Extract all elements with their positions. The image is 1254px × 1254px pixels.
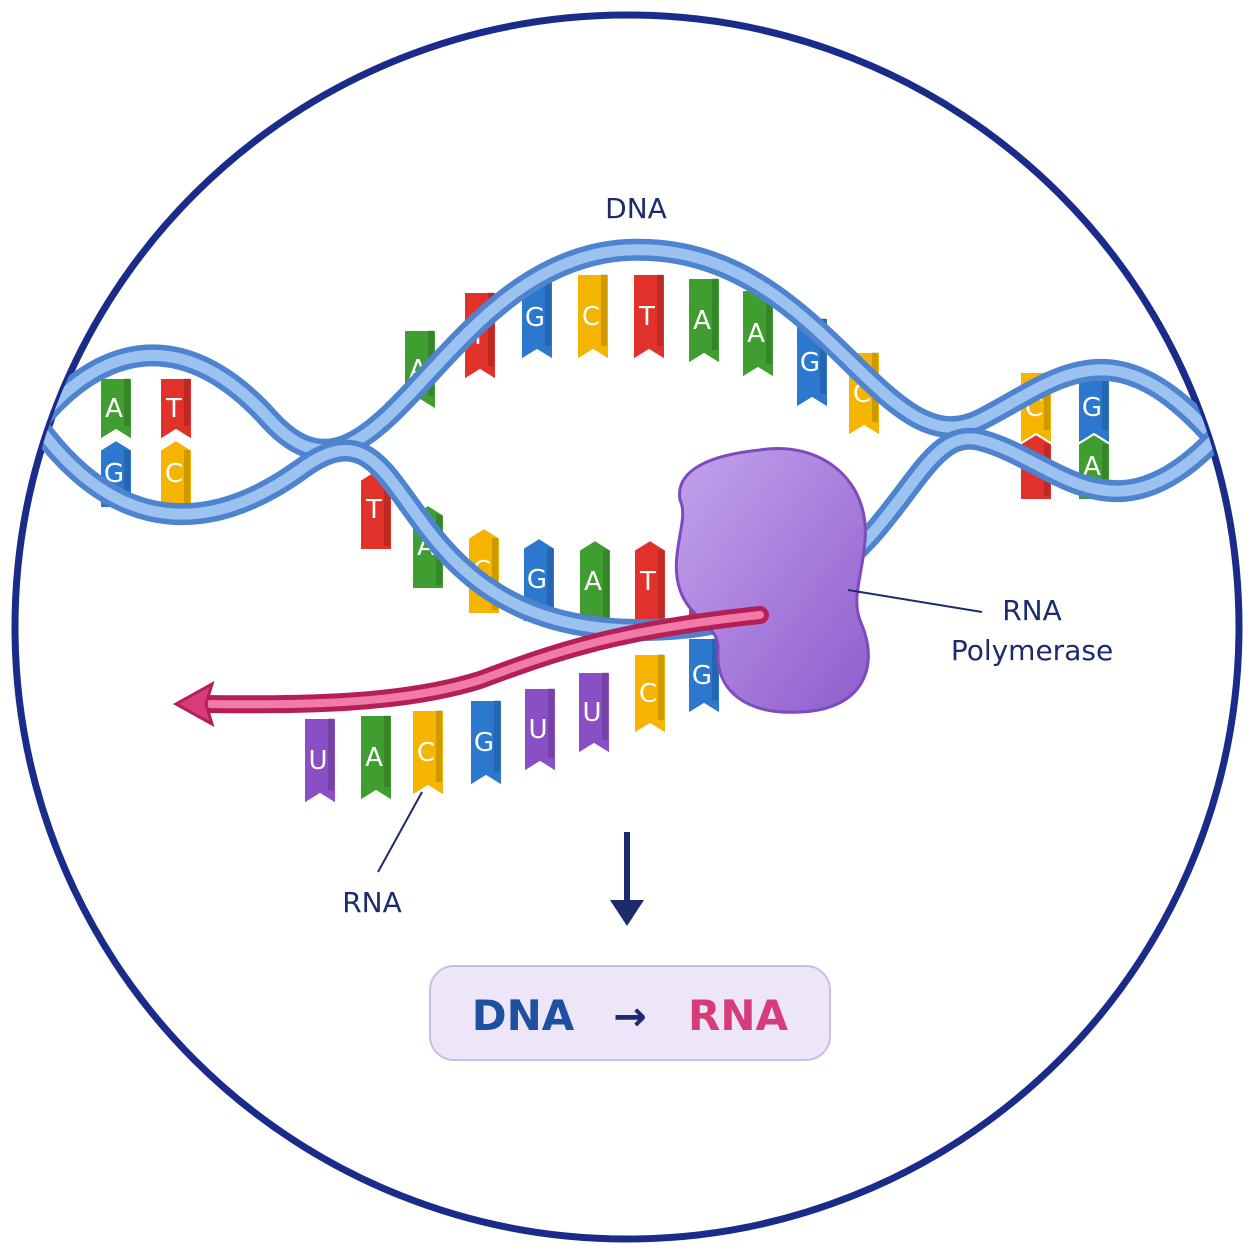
rna-strand-base-letter-2: C xyxy=(417,738,435,768)
top-strand-base-letter-5: A xyxy=(693,306,711,336)
top-strand-base-letter-7: G xyxy=(800,348,820,378)
left-top-base-0: A xyxy=(99,377,133,442)
top-strand-base-letter-4: T xyxy=(638,302,655,332)
right-top-base-letter-1: G xyxy=(1082,393,1102,423)
top-strand-base-letter-6: A xyxy=(747,319,765,349)
rna-strand-base-4: U xyxy=(523,687,557,774)
rna-strand-base-letter-5: U xyxy=(582,698,601,728)
rna-strand-base-7: G xyxy=(687,637,721,716)
rna-strand-base-2: C xyxy=(411,709,445,798)
left-top-base-1: T xyxy=(159,377,193,442)
rna-strand-base-0: U xyxy=(303,717,337,806)
top-strand-base-4: T xyxy=(632,273,666,362)
rna-strand-base-3: G xyxy=(469,699,503,788)
template-strand-base-letter-3: G xyxy=(527,565,547,595)
rna-strand-base-5: U xyxy=(577,671,611,756)
top-strand-base-5: A xyxy=(687,277,721,366)
top-strand-base-letter-2: G xyxy=(525,303,545,333)
template-strand-base-letter-4: A xyxy=(584,567,602,597)
rna-strand-base-letter-4: U xyxy=(528,715,547,745)
rna-strand xyxy=(172,606,769,728)
down-arrow-icon xyxy=(610,832,644,926)
top-strand-base-letter-3: C xyxy=(582,302,600,332)
polymerase-pointer-line xyxy=(847,589,983,613)
template-strand-base-4: A xyxy=(578,538,612,625)
dna-label: DNA xyxy=(605,192,667,225)
summary-box: DNA → RNA xyxy=(429,965,831,1061)
left-bottom-base-letter-1: C xyxy=(165,459,183,489)
rna-strand-base-1: A xyxy=(359,714,393,803)
left-bottom-base-1: C xyxy=(159,438,193,509)
rna-strand-base-letter-6: C xyxy=(639,679,657,709)
rna-pointer-line xyxy=(377,791,423,873)
rna-strand-base-letter-1: A xyxy=(365,743,383,773)
rna-polymerase-label-line2: Polymerase xyxy=(951,634,1113,667)
template-strand-base-letter-0: T xyxy=(365,495,382,525)
summary-arrow-icon: → xyxy=(613,994,647,1040)
top-strand-base-2: G xyxy=(520,275,554,362)
rna-arrowhead xyxy=(172,680,215,728)
right-bottom-base-letter-1: A xyxy=(1083,452,1101,482)
rna-strand-base-6: C xyxy=(633,653,667,736)
left-top-base-letter-0: A xyxy=(105,394,123,424)
top-strand-base-6: A xyxy=(741,289,775,380)
top-strand-base-3: C xyxy=(576,273,610,362)
template-strand-base-5: T xyxy=(633,538,667,625)
rna-strand-base-letter-7: G xyxy=(692,661,712,691)
rna-strand-base-letter-0: U xyxy=(308,746,327,776)
left-top-base-letter-1: T xyxy=(165,394,182,424)
template-strand-base-letter-5: T xyxy=(639,567,656,597)
top-strand-base-7: G xyxy=(795,317,829,410)
summary-dna-text: DNA xyxy=(472,991,575,1040)
rna-polymerase-enzyme xyxy=(674,447,870,714)
rna-polymerase-label-line1: RNA xyxy=(1002,594,1062,627)
summary-rna-text: RNA xyxy=(688,991,788,1040)
rna-label: RNA xyxy=(342,886,402,919)
rna-strand-base-letter-3: G xyxy=(474,728,494,758)
